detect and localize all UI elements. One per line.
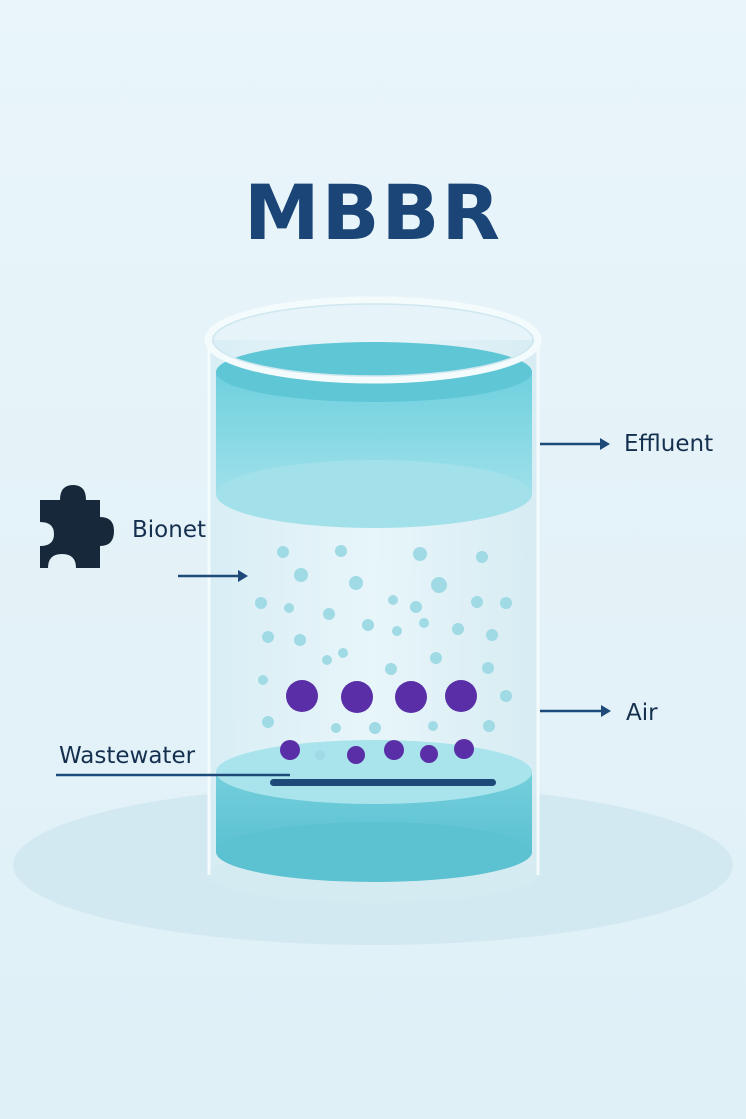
bubble: [392, 626, 402, 636]
bubble: [471, 596, 483, 608]
page-title: MBBR: [243, 168, 502, 257]
bubble: [335, 545, 347, 557]
bubble: [315, 750, 325, 760]
bubble: [452, 623, 464, 635]
air-label: Air: [626, 700, 658, 726]
carrier: [420, 745, 438, 763]
bubble: [362, 619, 374, 631]
air-arrow-head: [601, 705, 611, 717]
bionet-arrow-head: [238, 570, 248, 582]
bubble: [428, 721, 438, 731]
bubble: [338, 648, 348, 658]
bubble: [323, 608, 335, 620]
bubble: [294, 634, 306, 646]
carrier-media: [280, 680, 477, 764]
carrier: [347, 746, 365, 764]
bubble: [483, 720, 495, 732]
carrier: [454, 739, 474, 759]
base-water-bottom: [216, 822, 532, 882]
bubble: [388, 595, 398, 605]
bubble: [413, 547, 427, 561]
puzzle-piece-icon: [40, 485, 114, 568]
effluent-label: Effluent: [624, 431, 714, 457]
bubble: [431, 577, 447, 593]
bubble: [385, 663, 397, 675]
bubble: [294, 568, 308, 582]
bubble: [369, 722, 381, 734]
bubble: [277, 546, 289, 558]
carrier: [395, 681, 427, 713]
wastewater-label: Wastewater: [59, 743, 196, 769]
tank-rim-inner: [212, 303, 534, 377]
carrier: [280, 740, 300, 760]
top-water-bottom: [216, 460, 532, 528]
bubble: [486, 629, 498, 641]
bubble: [262, 716, 274, 728]
air-diffuser: [270, 779, 496, 786]
bubble: [500, 597, 512, 609]
carrier: [341, 681, 373, 713]
bionet-label: Bionet: [132, 517, 206, 543]
effluent-arrow-head: [600, 438, 610, 450]
flow-arrows: [56, 438, 611, 777]
bubble: [262, 631, 274, 643]
bubble: [349, 576, 363, 590]
bubble: [419, 618, 429, 628]
top-water-surface: [216, 342, 532, 402]
bubble: [500, 690, 512, 702]
bubble: [476, 551, 488, 563]
bubble: [284, 603, 294, 613]
carrier: [445, 680, 477, 712]
base-water-top: [216, 740, 532, 804]
carrier: [286, 680, 318, 712]
carrier: [384, 740, 404, 760]
bubble: [331, 723, 341, 733]
bubble: [258, 675, 268, 685]
bubble: [322, 655, 332, 665]
bubble: [410, 601, 422, 613]
air-bubbles: [255, 545, 512, 760]
bubble: [255, 597, 267, 609]
bubble: [482, 662, 494, 674]
bubble: [430, 652, 442, 664]
